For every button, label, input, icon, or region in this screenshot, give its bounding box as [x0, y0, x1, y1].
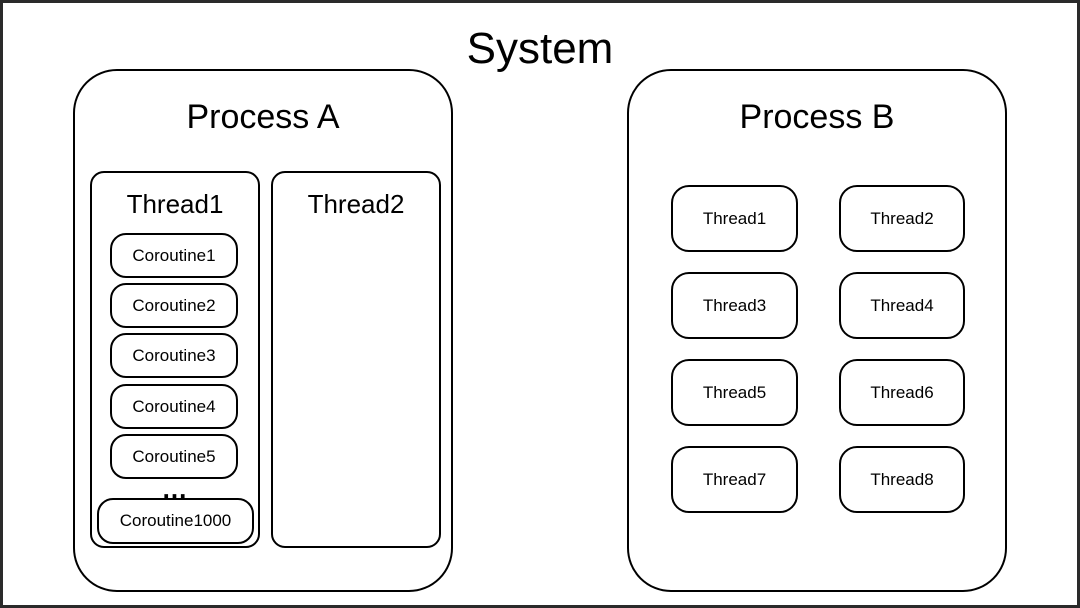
process-a-box: Process A Thread1 Coroutine1 Coroutine2 … — [73, 69, 453, 592]
process-b-thread-box: Thread7 — [671, 446, 798, 513]
process-b-thread-box: Thread6 — [839, 359, 965, 426]
process-b-thread-box: Thread2 — [839, 185, 965, 252]
process-b-label: Process B — [739, 98, 895, 136]
process-b-thread-box: Thread5 — [671, 359, 798, 426]
coroutine-box: Coroutine4 — [110, 384, 238, 429]
diagram-title: System — [466, 24, 614, 73]
process-b-thread-box: Thread3 — [671, 272, 798, 339]
process-a-thread1-box: Thread1 Coroutine1 Coroutine2 Coroutine3… — [90, 171, 260, 548]
coroutine-box: Coroutine3 — [110, 333, 238, 378]
process-b-box: Process B Thread1 Thread2 Thread3 Thread… — [627, 69, 1007, 592]
process-a-thread2-label: Thread2 — [307, 189, 405, 219]
process-b-thread-box: Thread4 — [839, 272, 965, 339]
coroutine-box-last: Coroutine1000 — [97, 498, 254, 544]
coroutine-box: Coroutine2 — [110, 283, 238, 328]
coroutine-ellipsis: ... — [162, 474, 188, 504]
process-a-label: Process A — [186, 98, 340, 136]
process-b-thread-box: Thread1 — [671, 185, 798, 252]
coroutine-box: Coroutine5 — [110, 434, 238, 479]
coroutine-box: Coroutine1 — [110, 233, 238, 278]
process-a-thread1-label: Thread1 — [126, 189, 224, 219]
process-b-thread-box: Thread8 — [839, 446, 965, 513]
process-a-thread2-box: Thread2 — [271, 171, 441, 548]
